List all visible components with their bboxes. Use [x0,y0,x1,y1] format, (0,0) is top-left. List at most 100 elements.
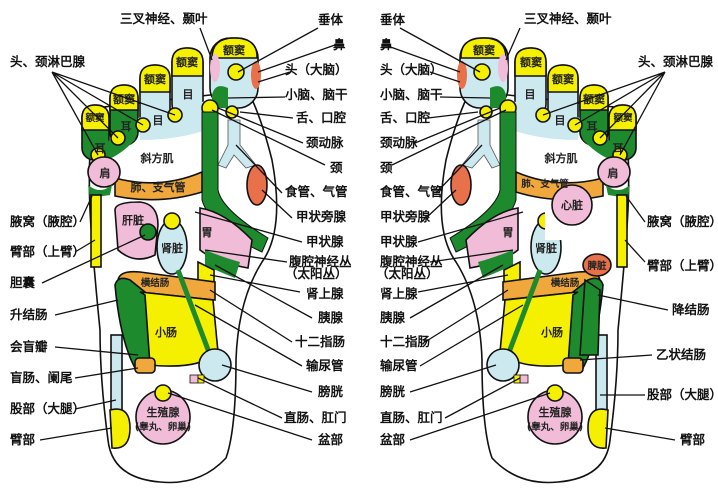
label-pelvis: 盆部 [317,432,344,447]
region-sinus: 额窦 [613,112,633,124]
region-ear: 耳 [121,120,132,133]
label-parathyroid: 甲状旁腺 [380,209,431,224]
region-transverse-colon: 横结肠 [551,277,580,289]
label-cerebellum: 小脑、脑干 [379,87,443,102]
region-stomach: 胃 [503,226,514,239]
label-pancreas: 胰腺 [380,310,406,325]
region-stomach: 胃 [202,226,213,239]
label-lymph: 头、颈淋巴腺 [638,54,714,69]
region-liver: 肝脏 [122,213,144,227]
region-sinus: 额窦 [520,55,542,69]
label-tongue: 舌、口腔 [296,110,347,125]
region-eye: 目 [555,114,566,127]
right-foot-labels: 三叉神经、颞叶 垂体 鼻 头（大脑） 小脑、脑干 舌、口腔 颈动脉 颈 食管、气… [376,11,718,447]
label-upper-arm: 臂部（上臂） [647,258,718,273]
heart-region [551,184,593,226]
label-descending-colon: 降结肠 [672,302,710,317]
right-foot-region-labels: 额窦 额窦 额窦 额窦 额窦 目 目 耳 耳 斜方肌 肩 肺、支气管 心脏 肾脏… [473,43,633,433]
left-foot-labels: 三叉神经、颞叶 头、颈淋巴腺 腋窝（腋腔） 臂部（上臂） 胆囊 升结肠 会盲瓣 … [10,11,352,447]
region-shoulder: 肩 [100,166,111,180]
region-spleen: 脾脏 [586,260,607,272]
left-foot: 额窦 额窦 额窦 额窦 额窦 目 目 耳 耳 斜方肌 肩 肺、支气管 肝脏 肾脏… [82,38,277,483]
label-esophagus: 食管、气管 [284,184,348,199]
label-ureter: 输尿管 [306,358,344,373]
label-lymph: 头、颈淋巴腺 [10,54,86,69]
label-trigeminal: 三叉神经、颞叶 [524,11,612,26]
label-solar-plexus: （太阳丛） [376,266,439,281]
leader-lines [39,27,676,441]
right-foot: 额窦 额窦 额窦 额窦 额窦 目 目 耳 耳 斜方肌 肩 肺、支气管 心脏 肾脏… [441,38,636,483]
label-trigeminal: 三叉神经、颞叶 [120,11,208,26]
region-trapezius: 斜方肌 [544,151,578,165]
label-ureter: 输尿管 [380,358,418,373]
label-pituitary: 垂体 [318,12,344,27]
label-adrenal: 肾上腺 [306,286,344,301]
label-thigh: 股部（大腿） [10,401,85,416]
region-kidney: 肾脏 [161,241,183,255]
region-eye: 目 [153,114,164,127]
region-sinus: 额窦 [223,43,245,57]
label-esophagus: 食管、气管 [379,184,443,199]
liver-region [114,201,159,260]
region-heart: 心脏 [561,198,583,212]
label-nose: 鼻 [333,37,346,52]
label-buttock: 臂部 [680,432,706,447]
label-sigmoid-colon: 乙状结肠 [656,347,707,362]
region-sinus: 额窦 [552,72,574,86]
label-thyroid: 甲状腺 [306,234,344,249]
label-ascending-colon: 升结肠 [10,307,48,322]
region-gonad-note: (睾丸、卵巢) [527,421,583,433]
label-celiac-plexus: 腹腔神经丛 [289,254,352,269]
region-small-intestine: 小肠 [154,325,177,339]
label-nose: 鼻 [380,37,393,52]
label-bladder: 膀胱 [379,384,406,399]
label-cecum: 盲肠、阑尾 [10,370,73,385]
label-rectum: 直肠、肛门 [284,410,347,425]
label-buttock: 臂部 [10,432,36,447]
region-ear: 耳 [587,120,598,133]
region-lung: 肺、支气管 [131,180,186,194]
label-armpit: 腋窝（腋腔） [647,214,718,229]
label-upper-arm: 臂部（上臂） [10,244,85,259]
region-shoulder: 肩 [608,166,619,180]
label-brain: 头（大脑） [285,62,348,77]
label-pelvis: 盆部 [379,432,406,447]
label-pancreas: 胰腺 [318,310,344,325]
region-trapezius: 斜方肌 [140,151,174,165]
region-lung: 肺、支气管 [520,178,569,190]
label-rectum: 直肠、肛门 [380,410,443,425]
label-ileocecal-valve: 会盲瓣 [10,339,48,354]
label-tongue: 舌、口腔 [380,110,431,125]
spleen-region [582,253,612,277]
region-ear: 耳 [613,142,624,155]
label-brain: 头（大脑） [380,62,443,77]
region-gonad: 生殖腺 [147,405,181,419]
label-celiac-plexus: 腹腔神经丛 [380,254,443,269]
label-thigh: 股部（大腿） [647,387,718,402]
region-sinus: 额窦 [144,72,166,86]
label-cerebellum: 小脑、脑干 [284,87,348,102]
region-transverse-colon: 横结肠 [141,277,170,289]
label-duodenum: 十二指肠 [295,334,346,349]
label-neck: 颈 [329,160,343,175]
region-eye: 目 [525,88,536,101]
label-bladder: 膀胱 [317,384,344,399]
region-small-intestine: 小肠 [540,325,563,339]
label-gallbladder: 胆囊 [10,275,36,290]
region-sinus: 额窦 [473,43,495,57]
label-neck: 颈 [379,160,393,175]
label-pituitary: 垂体 [380,12,406,27]
label-duodenum: 十二指肠 [380,334,431,349]
label-adrenal: 肾上腺 [380,286,418,301]
label-carotid: 颈动脉 [305,135,344,150]
region-ear: 耳 [95,142,106,155]
region-gonad: 生殖腺 [539,405,573,419]
label-thyroid: 甲状腺 [380,234,418,249]
label-parathyroid: 甲状旁腺 [296,209,347,224]
label-carotid: 颈动脉 [379,135,418,150]
region-eye: 目 [183,88,194,101]
label-armpit: 腋窝（腋腔） [10,214,85,229]
region-gonad-note: (睾丸、卵巢) [135,421,191,433]
